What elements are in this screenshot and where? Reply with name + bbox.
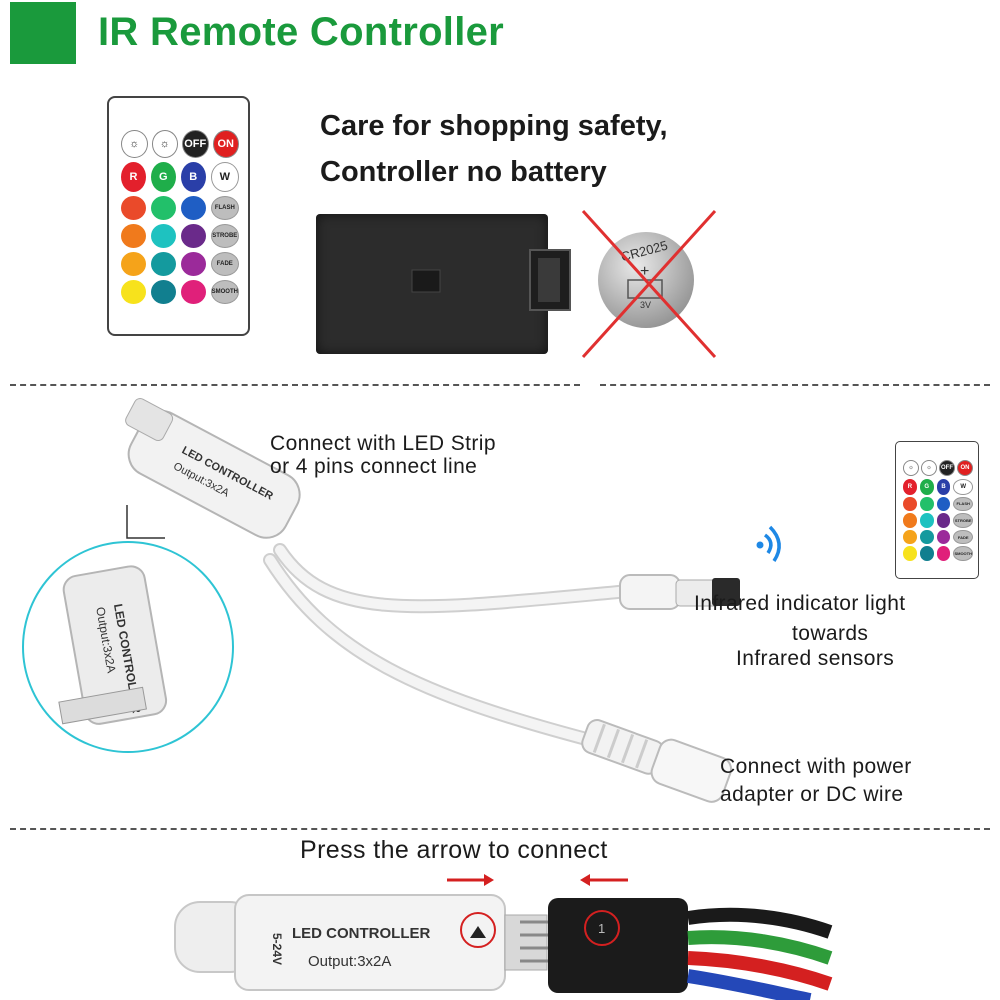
remote-off-button[interactable]: OFF [939, 460, 955, 476]
divider [10, 384, 580, 386]
battery-plus: + [640, 263, 649, 280]
remote-color-button[interactable] [903, 546, 917, 561]
infrared-signal-icon [756, 525, 781, 562]
arrow-left-icon [580, 874, 628, 886]
remote-color-button[interactable] [150, 252, 176, 276]
remote-color-button[interactable]: G [919, 479, 934, 495]
ir-label-1: Infrared indicator light [694, 592, 906, 615]
remote-color-button[interactable] [903, 496, 917, 512]
notice-line-2: Controller no battery [320, 156, 607, 188]
bottom-controller-voltage: 5-24V [270, 933, 284, 965]
remote-color-button[interactable] [150, 224, 176, 248]
remote-color-button[interactable] [180, 196, 206, 220]
header-accent-square [10, 2, 76, 64]
remote-color-button[interactable] [919, 529, 934, 545]
arrow-right-icon [447, 874, 494, 886]
remote-color-button[interactable]: W [210, 162, 239, 192]
remote-color-button[interactable]: R [121, 162, 146, 192]
remote-color-button[interactable] [919, 496, 934, 512]
remote-color-button[interactable]: FLASH [953, 496, 973, 512]
power-label-1: Connect with power [720, 755, 912, 778]
remote-color-button[interactable]: R [903, 479, 917, 495]
remote-color-button[interactable] [180, 280, 206, 304]
remote-on-button[interactable]: ON [212, 130, 239, 158]
remote-color-button[interactable] [150, 196, 176, 220]
divider [10, 828, 990, 830]
remote-color-button[interactable]: B [936, 479, 951, 495]
notice-line-1: Care for shopping safety, [320, 110, 668, 142]
remote-color-button[interactable] [121, 252, 146, 276]
press-arrow-instruction: Press the arrow to connect [300, 836, 608, 864]
remote-color-button[interactable] [180, 224, 206, 248]
page-title: IR Remote Controller [98, 10, 505, 54]
divider [600, 384, 990, 386]
ir-label-2: towards [792, 622, 869, 645]
remote-color-button[interactable] [180, 252, 206, 276]
remote-color-button[interactable]: STROBE [953, 513, 973, 528]
led-strip-label-2: or 4 pins connect line [270, 455, 478, 478]
power-label-2: adapter or DC wire [720, 783, 904, 806]
brightness-down-icon[interactable]: ☼ [151, 130, 178, 158]
remote-color-button[interactable] [121, 280, 146, 304]
battery-voltage: 3V [640, 300, 651, 310]
remote-color-button[interactable] [903, 529, 917, 545]
remote-color-button[interactable] [903, 513, 917, 528]
remote-color-button[interactable]: SMOOTH [210, 280, 239, 304]
remote-color-button[interactable] [936, 546, 951, 561]
controller-wiring-illustration: LED CONTROLLER Output:3x2A LED CONTROLLE… [22, 398, 781, 803]
connector-closeup: LED CONTROLLER Output:3x2A 5-24V 1 [174, 874, 833, 1000]
remote-color-button[interactable]: W [953, 479, 973, 495]
remote-color-button[interactable]: G [150, 162, 176, 192]
battery-compartment [411, 249, 571, 311]
bottom-controller-name: LED CONTROLLER [292, 925, 430, 942]
remote-color-button[interactable]: FADE [953, 529, 973, 545]
remote-color-button[interactable]: STROBE [210, 224, 239, 248]
remote-color-button[interactable] [936, 513, 951, 528]
remote-off-button[interactable]: OFF [182, 130, 209, 158]
remote-color-button[interactable]: B [180, 162, 206, 192]
remote-color-button[interactable] [919, 546, 934, 561]
remote-color-button[interactable]: SMOOTH [953, 546, 973, 561]
remote-on-button[interactable]: ON [957, 460, 973, 476]
brightness-up-icon[interactable]: ☼ [903, 460, 919, 476]
ir-label-3: Infrared sensors [736, 647, 895, 670]
brightness-down-icon[interactable]: ☼ [921, 460, 937, 476]
brightness-up-icon[interactable]: ☼ [121, 130, 148, 158]
remote-color-button[interactable] [150, 280, 176, 304]
remote-color-button[interactable] [121, 196, 146, 220]
bottom-controller-output: Output:3x2A [308, 953, 391, 970]
led-strip-label-1: Connect with LED Strip [270, 432, 496, 455]
remote-color-button[interactable]: FLASH [210, 196, 239, 220]
connector-pin-mark: 1 [598, 921, 605, 936]
remote-color-button[interactable] [936, 529, 951, 545]
remote-color-button[interactable] [936, 496, 951, 512]
remote-color-button[interactable]: FADE [210, 252, 239, 276]
remote-color-button[interactable] [121, 224, 146, 248]
no-battery-cross-icon [581, 209, 717, 359]
remote-color-button[interactable] [919, 513, 934, 528]
